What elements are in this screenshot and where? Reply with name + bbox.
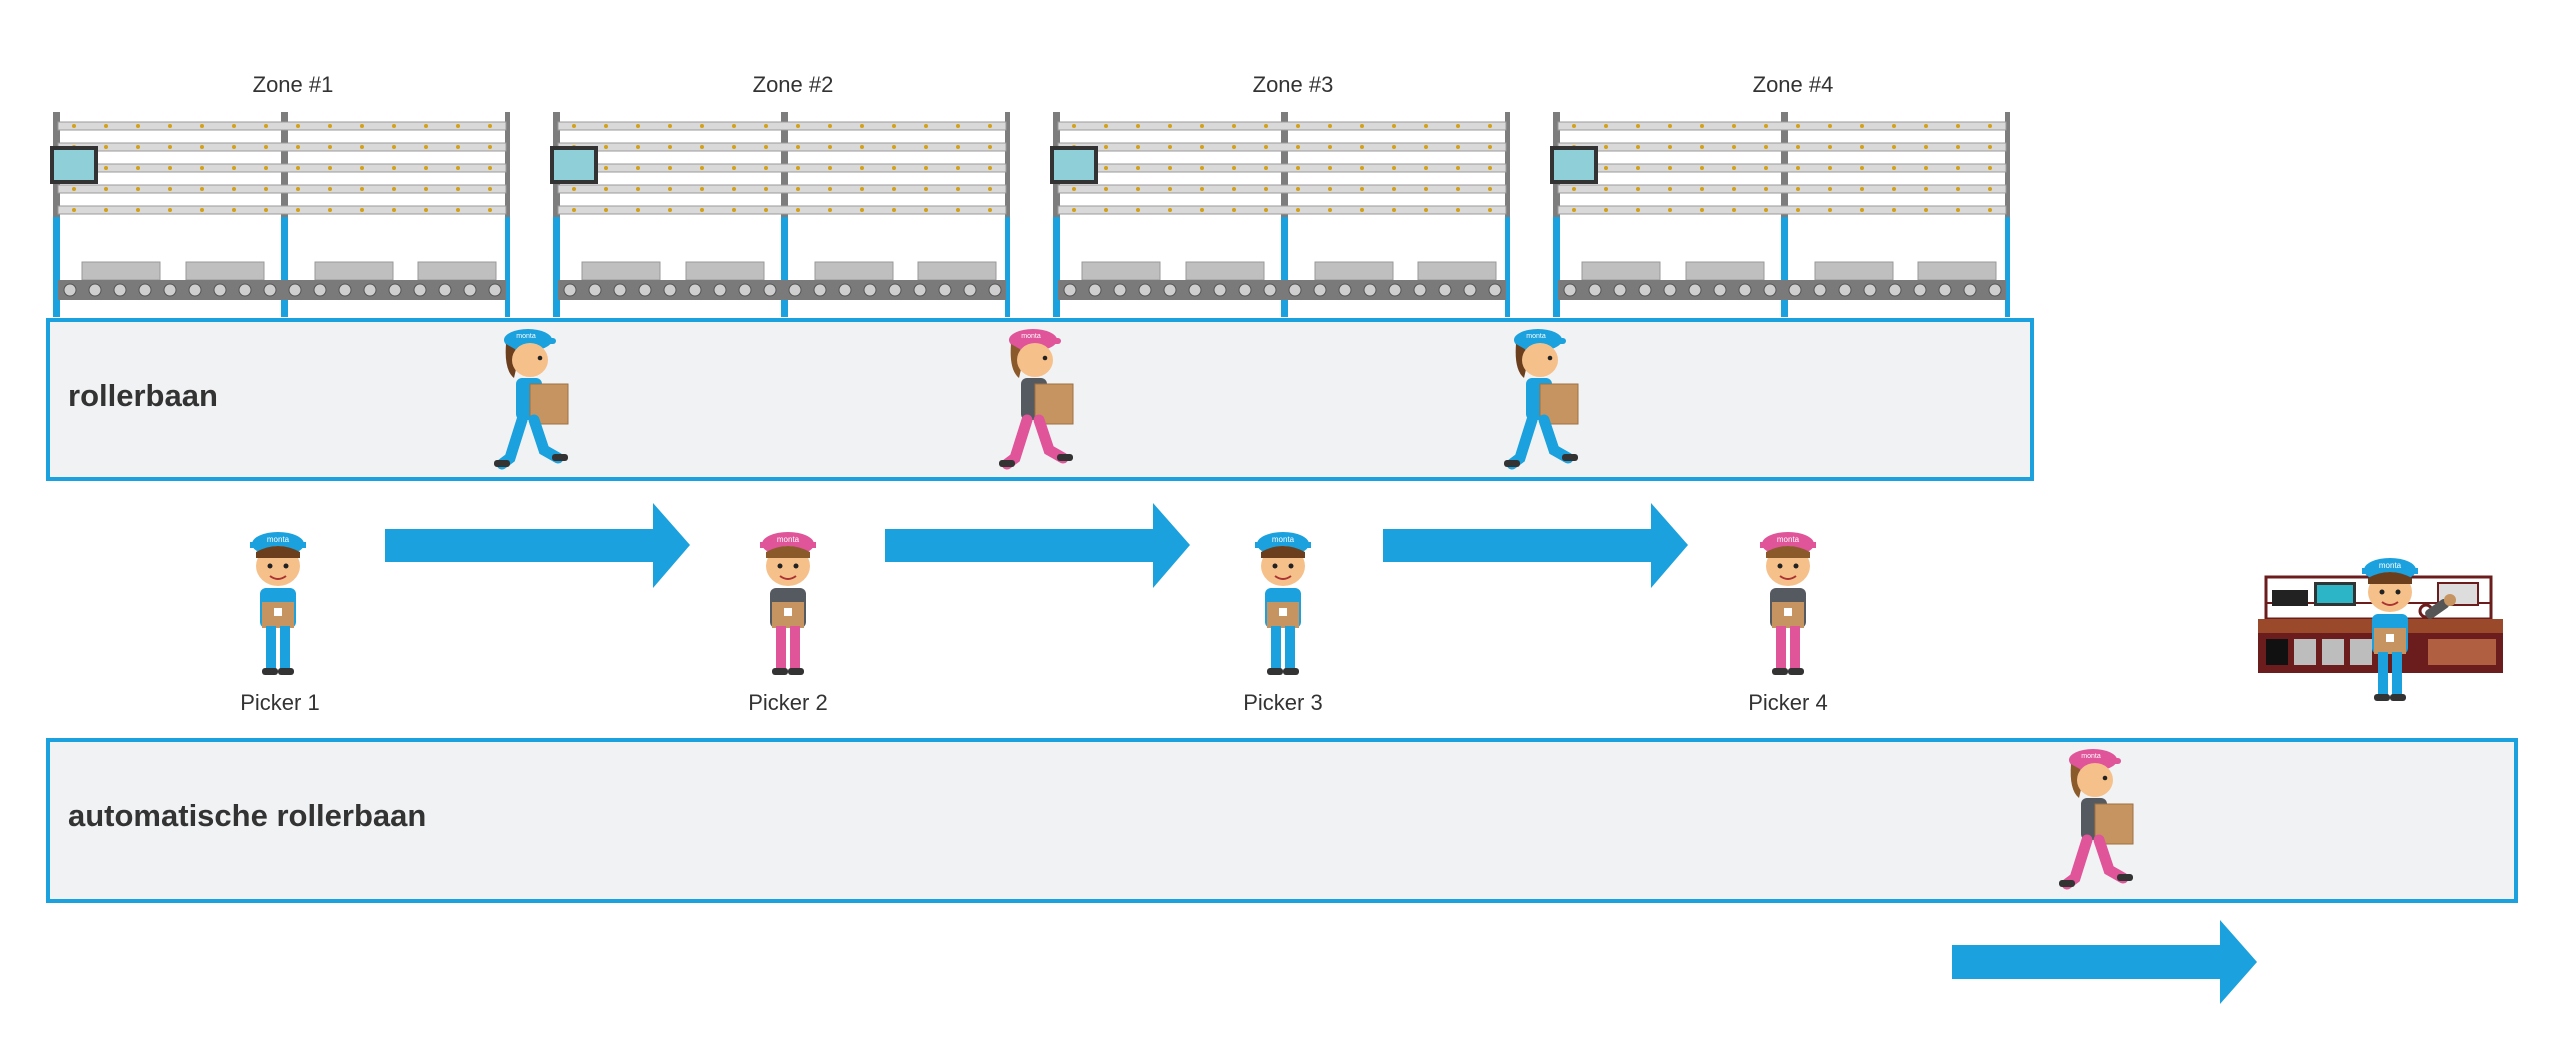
walking-worker-3: monta	[1504, 329, 1579, 470]
flow-arrow-2	[885, 503, 1190, 588]
svg-text:monta: monta	[777, 535, 800, 544]
zone-4-rack	[1550, 112, 2010, 317]
picker-3-label: Picker 3	[1243, 690, 1323, 715]
svg-text:monta: monta	[1526, 333, 1546, 340]
zone-2-rack	[550, 112, 1010, 317]
picker-4-label: Picker 4	[1748, 690, 1828, 715]
zone-3-rack	[1050, 112, 1510, 317]
zone-2-label: Zone #2	[752, 72, 834, 97]
walking-worker-4: monta	[2059, 749, 2134, 890]
svg-text:monta: monta	[1272, 535, 1295, 544]
svg-text:monta: monta	[1777, 535, 1800, 544]
picker-1-figure: monta	[250, 532, 306, 675]
flow-arrow-bottom	[1952, 920, 2257, 1004]
flow-arrow-1	[385, 503, 690, 588]
walking-worker-2: monta	[999, 329, 1074, 470]
zone-1-label: Zone #1	[252, 72, 334, 97]
zone-1-rack	[50, 112, 510, 317]
zone-3-label: Zone #3	[1252, 72, 1334, 97]
zone-4-label: Zone #4	[1752, 72, 1834, 97]
picker-2-figure: monta	[760, 532, 816, 675]
svg-text:monta: monta	[2379, 561, 2402, 570]
svg-text:monta: monta	[1021, 333, 1041, 340]
packing-worker-figure: monta	[2362, 558, 2418, 701]
svg-text:monta: monta	[267, 535, 290, 544]
walking-worker-1: monta	[494, 329, 569, 470]
automatische-rollerbaan-label: automatische rollerbaan	[68, 798, 427, 833]
rollerbaan-label: rollerbaan	[68, 378, 218, 413]
picker-2-label: Picker 2	[748, 690, 828, 715]
svg-text:monta: monta	[516, 333, 536, 340]
picker-3-figure: monta	[1255, 532, 1311, 675]
barcode-scanner-icon	[2425, 594, 2456, 619]
picker-4-figure: monta	[1760, 532, 1816, 675]
picker-1-label: Picker 1	[240, 690, 320, 715]
svg-text:monta: monta	[2081, 753, 2101, 760]
flow-arrow-3	[1383, 503, 1688, 588]
